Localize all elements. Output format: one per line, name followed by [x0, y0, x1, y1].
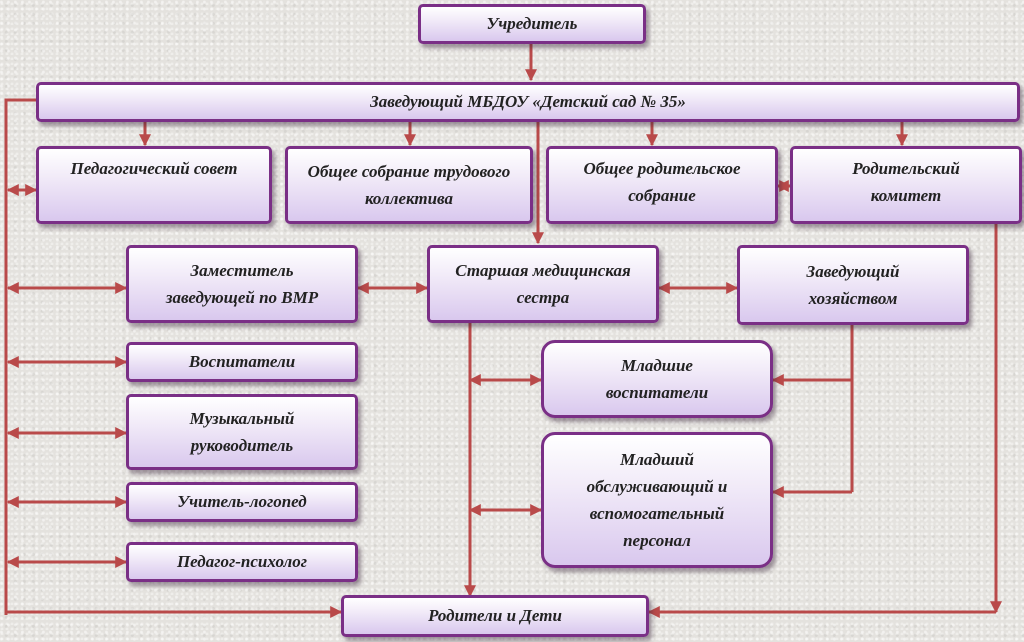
node-junior-educators: Младшие воспитатели: [541, 340, 773, 418]
node-head: Заведующий МБДОУ «Детский сад № 35»: [36, 82, 1020, 122]
node-deputy-vmr-label: Заместитель заведующей по ВМР: [165, 260, 319, 307]
node-junior-staff-label: Младший обслуживающий и вспомогательный …: [586, 449, 728, 551]
node-music-director-label: Музыкальный руководитель: [189, 408, 295, 455]
node-speech-therapist: Учитель-логопед: [126, 482, 358, 522]
node-junior-staff: Младший обслуживающий и вспомогательный …: [541, 432, 773, 568]
node-psychologist: Педагог-психолог: [126, 542, 358, 582]
node-supply-head: Заведующий хозяйством: [737, 245, 969, 325]
node-deputy-vmr: Заместитель заведующей по ВМР: [126, 245, 358, 323]
left-bus: [4, 98, 36, 615]
node-educators: Воспитатели: [126, 342, 358, 382]
node-parents-children: Родители и Дети: [341, 595, 649, 637]
node-junior-educators-label: Младшие воспитатели: [605, 355, 709, 402]
node-senior-nurse-label: Старшая медицинская сестра: [455, 260, 631, 307]
node-ped-council: Педагогический совет: [36, 146, 272, 224]
node-music-director: Музыкальный руководитель: [126, 394, 358, 470]
node-labor-meeting: Общее собрание трудового коллектива: [285, 146, 533, 224]
node-parent-meeting-label: Общее родительское собрание: [583, 159, 741, 206]
node-supply-head-label: Заведующий хозяйством: [806, 261, 900, 308]
node-parent-meeting: Общее родительское собрание: [546, 146, 778, 224]
node-senior-nurse: Старшая медицинская сестра: [427, 245, 659, 323]
node-labor-meeting-label: Общее собрание трудового коллектива: [307, 161, 511, 208]
node-parent-committee-label: Родительский комитет: [852, 159, 960, 206]
node-founder: Учредитель: [418, 4, 646, 44]
node-parent-committee: Родительский комитет: [790, 146, 1022, 224]
